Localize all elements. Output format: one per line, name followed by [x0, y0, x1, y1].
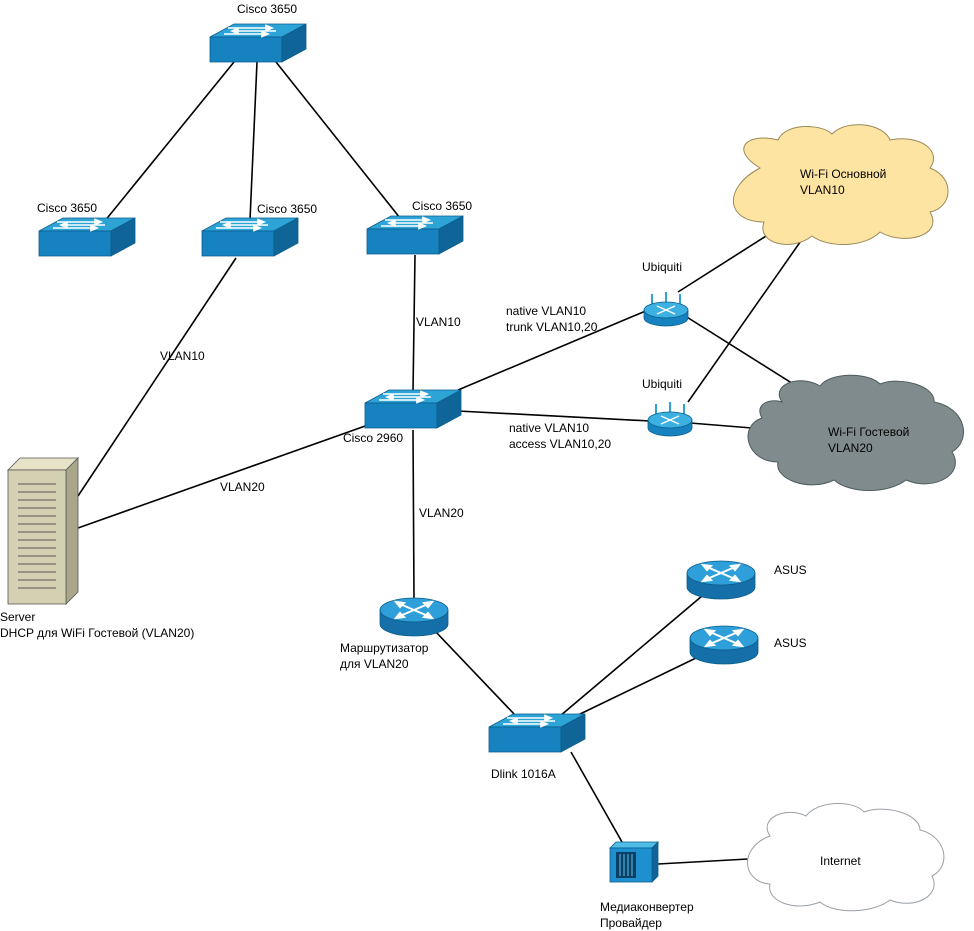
cloud-wifi-guest-line1: Wi-Fi Гостевой: [828, 425, 909, 439]
link-dlink-asus-bottom: [577, 657, 697, 716]
server: Server DHCP для WiFi Гостевой (VLAN20): [0, 457, 194, 640]
cloud-wifi-main-shape: [732, 124, 949, 246]
link-media-internet: [657, 858, 749, 865]
link-2960-router: [412, 429, 415, 599]
server-label-line1: Server: [0, 610, 35, 624]
link-2960-ap-bottom: [457, 410, 651, 422]
router-icon: [686, 560, 756, 600]
switch-icon: [209, 23, 307, 63]
switch-dlink-label: Dlink 1016A: [491, 767, 556, 781]
router-icon: [689, 625, 759, 665]
media-converter-label-line1: Медиаконвертер: [600, 900, 694, 914]
label-router-vlan20: VLAN20: [419, 506, 464, 520]
cloud-wifi-main-line1: Wi-Fi Основной: [800, 167, 886, 181]
link-ap-bottom-wifi-guest: [689, 422, 753, 429]
media-converter: Медиаконвертер Провайдер: [600, 841, 694, 930]
server-icon: [7, 457, 79, 605]
cloud-internet: Internet: [747, 802, 945, 912]
link-dlink-asus-top: [559, 595, 703, 717]
switch-left-cisco-3650: Cisco 3650: [37, 201, 136, 257]
link-mid-server: [77, 257, 237, 497]
router-label-line2: для VLAN20: [340, 657, 409, 671]
server-label-line2: DHCP для WiFi Гостевой (VLAN20): [0, 626, 194, 640]
cloud-wifi-guest-shape: [747, 374, 965, 491]
label-uplink-vlan10: VLAN10: [416, 315, 461, 329]
router-asus-top: ASUS: [686, 560, 807, 600]
link-labels: VLAN10 VLAN10 VLAN20 VLAN20 native VLAN1…: [160, 304, 611, 520]
switch-2960-label: Cisco 2960: [343, 431, 403, 445]
cloud-internet-shape: [747, 802, 945, 912]
link-right-2960: [412, 254, 416, 393]
cloud-wifi-main-line2: VLAN10: [800, 183, 845, 197]
switch-right-cisco-3650: Cisco 3650: [366, 199, 472, 255]
link-dlink-media: [570, 751, 623, 843]
link-2960-server: [77, 424, 369, 529]
switch-icon: [38, 217, 136, 257]
label-server-vlan10: VLAN10: [160, 349, 205, 363]
switch-mid-label: Cisco 3650: [257, 202, 317, 216]
ap-ubiquiti-top: Ubiquiti: [642, 260, 689, 327]
asus-bottom-label: ASUS: [774, 636, 807, 650]
link-ap-top-wifi-guest: [681, 313, 807, 393]
label-ap-top-trunk: trunk VLAN10,20: [506, 320, 598, 334]
ap-ubiquiti-bottom: Ubiquiti: [642, 377, 693, 437]
switch-mid-cisco-3650: Cisco 3650: [201, 202, 317, 257]
switch-icon: [364, 389, 462, 429]
media-converter-icon: [609, 841, 659, 883]
switch-left-label: Cisco 3650: [37, 201, 97, 215]
switch-core-label: Cisco 3650: [237, 2, 297, 16]
switch-icon: [488, 713, 586, 753]
cloud-wifi-guest: Wi-Fi Гостевой VLAN20: [747, 374, 965, 491]
media-converter-label-line2: Провайдер: [600, 916, 662, 930]
wifi-ap-icon: [647, 401, 693, 437]
switch-distribution-cisco-2960: Cisco 2960: [343, 389, 462, 445]
label-ap-bottom-access: access VLAN10,20: [509, 437, 611, 451]
cloud-wifi-main: Wi-Fi Основной VLAN10: [732, 124, 949, 246]
switch-icon: [366, 215, 464, 255]
router-label-line1: Маршрутизатор: [340, 641, 429, 655]
switch-core-cisco-3650: Cisco 3650: [209, 2, 307, 63]
wifi-ap-icon: [643, 291, 689, 327]
ap-bottom-label: Ubiquiti: [642, 377, 682, 391]
link-core-right: [275, 61, 401, 219]
router-vlan20: Маршрутизатор для VLAN20: [340, 597, 449, 671]
router-asus-bottom: ASUS: [689, 625, 807, 665]
cloud-internet-label: Internet: [820, 854, 861, 868]
label-server-vlan20: VLAN20: [220, 480, 265, 494]
label-ap-top-native: native VLAN10: [506, 304, 586, 318]
asus-top-label: ASUS: [774, 563, 807, 577]
switch-dlink-1016a: Dlink 1016A: [488, 713, 586, 781]
ap-top-label: Ubiquiti: [642, 260, 682, 274]
switch-icon: [201, 217, 299, 257]
cloud-wifi-guest-line2: VLAN20: [828, 441, 873, 455]
link-ap-bottom-wifi-main: [687, 227, 811, 403]
link-core-mid: [249, 61, 258, 221]
link-2960-ap-top: [457, 309, 649, 391]
label-ap-bottom-native: native VLAN10: [509, 421, 589, 435]
link-router-dlink: [433, 629, 517, 717]
links: [77, 61, 811, 865]
link-core-left: [103, 61, 235, 223]
router-icon: [379, 597, 449, 637]
switch-right-label: Cisco 3650: [412, 199, 472, 213]
